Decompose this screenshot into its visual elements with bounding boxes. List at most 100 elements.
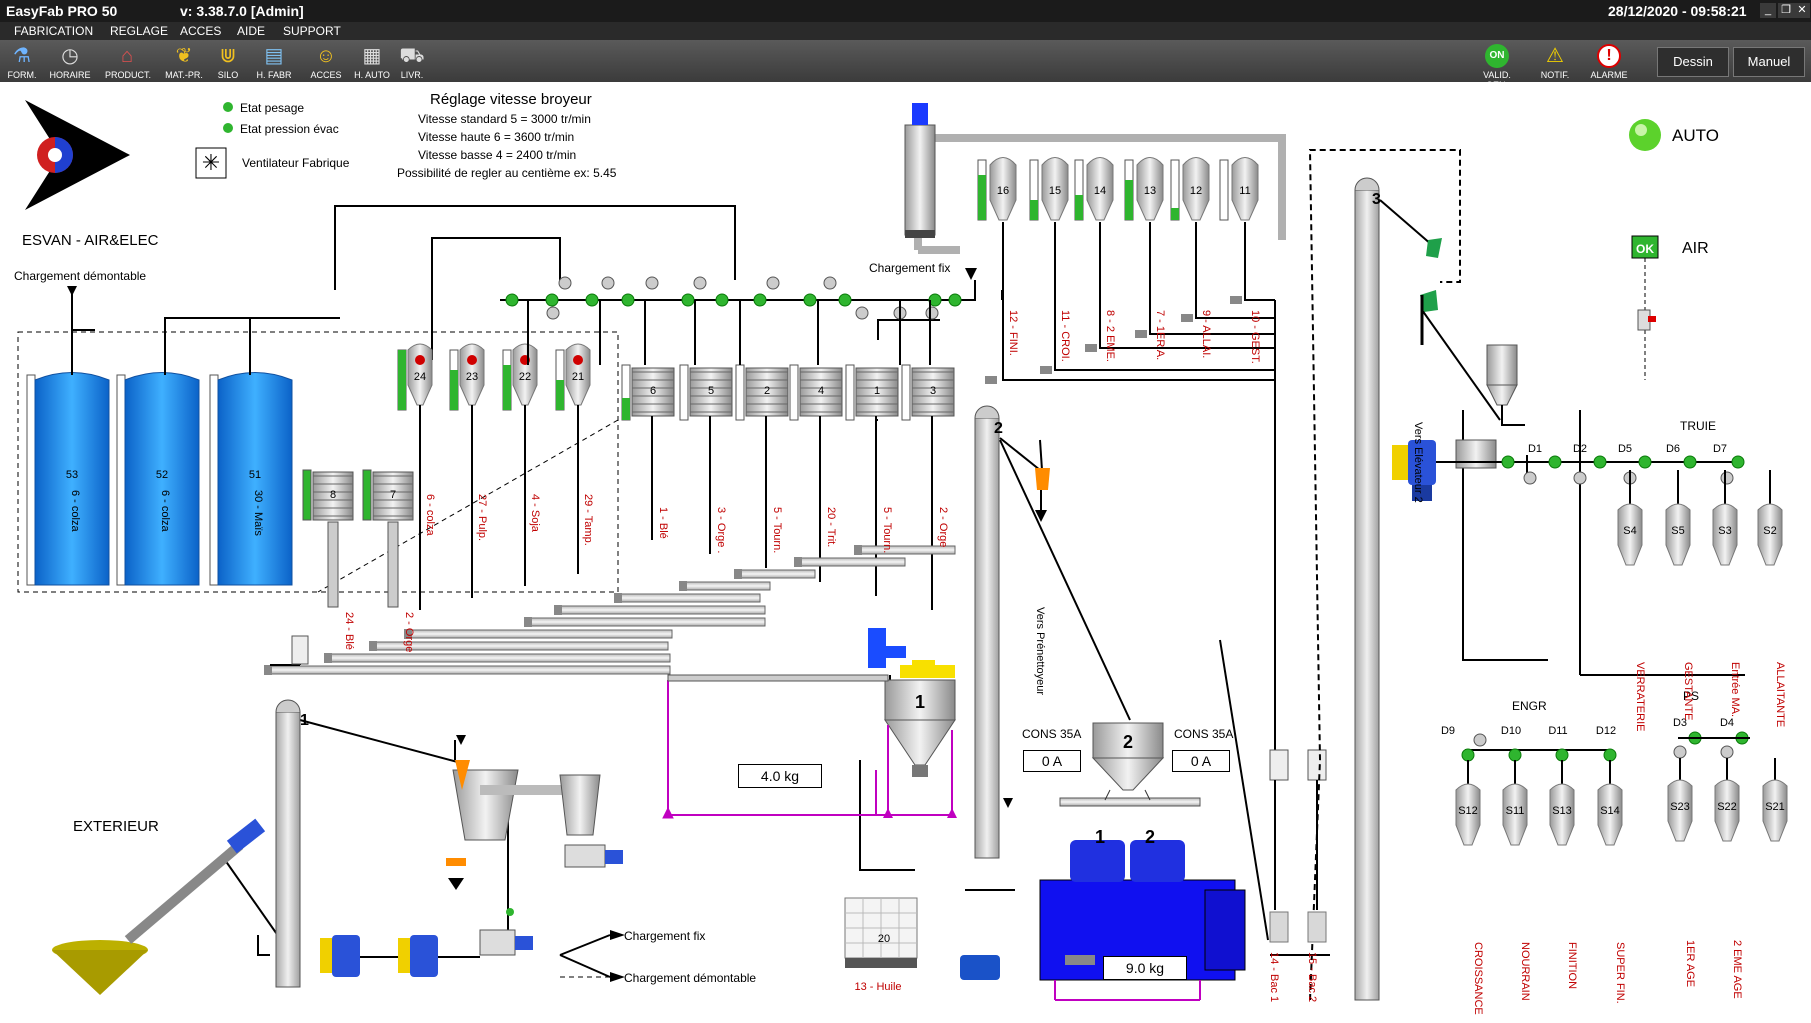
small-silo[interactable]: 21 (555, 343, 591, 574)
storage-drum[interactable]: 4 (789, 364, 843, 582)
valve-open-icon[interactable] (948, 293, 962, 307)
menu-aide[interactable]: AIDE (237, 24, 266, 38)
minimize-icon[interactable]: _ (1760, 3, 1776, 18)
valve-closed-icon[interactable] (855, 306, 869, 320)
alarme-button[interactable]: !ALARME (1587, 42, 1631, 82)
elevator-2[interactable]: 2 (974, 405, 1003, 859)
menu-support[interactable]: SUPPORT (283, 24, 341, 38)
destination-silo[interactable] (1712, 503, 1738, 566)
small-silo[interactable]: 23 (449, 343, 485, 598)
close-icon[interactable]: ✕ (1794, 3, 1810, 18)
screw-conveyor[interactable] (559, 605, 766, 615)
valve-open-icon[interactable] (1731, 455, 1745, 469)
valve-open-icon[interactable] (838, 293, 852, 307)
valve-open-icon[interactable] (585, 293, 599, 307)
valve-closed-icon[interactable] (546, 306, 560, 320)
bac-2[interactable] (1307, 911, 1327, 943)
elevator-1[interactable]: 1 (275, 699, 309, 988)
storage-drum[interactable]: 1 (845, 364, 899, 596)
exterior-intake[interactable] (52, 818, 266, 995)
valve-closed-icon[interactable] (1720, 471, 1734, 485)
destination-silo[interactable] (1502, 783, 1528, 846)
valve-open-icon[interactable] (753, 293, 767, 307)
destination-silo[interactable] (1617, 503, 1643, 566)
storage-drum[interactable]: 8 (302, 469, 354, 608)
storage-drum[interactable]: 7 (362, 469, 414, 608)
valve-open-icon[interactable] (1501, 455, 1515, 469)
fan-icon[interactable] (195, 147, 227, 179)
auto-indicator[interactable] (1629, 119, 1661, 151)
weighing-hopper-1[interactable]: 1 (868, 628, 956, 777)
valve-open-icon[interactable] (1683, 455, 1697, 469)
toolbar-hfabr-button[interactable]: ▤H. FABR (252, 42, 296, 82)
pre-cleaner[interactable] (446, 760, 623, 956)
destination-silo[interactable] (1714, 779, 1740, 842)
small-silo[interactable]: 24 (397, 343, 433, 610)
toolbar-silo-button[interactable]: ⋓SILO (206, 42, 250, 82)
weighing-hopper-2[interactable]: 2 (1059, 722, 1201, 807)
valve-closed-icon[interactable] (1720, 745, 1734, 759)
screw-conveyor[interactable] (329, 653, 671, 663)
restore-icon[interactable]: ❐ (1778, 3, 1794, 18)
menu-reglage[interactable]: REGLAGE (110, 24, 169, 38)
upper-silo[interactable]: 11 (1219, 157, 1259, 221)
blower-2[interactable] (398, 935, 438, 977)
toolbar-acces-button[interactable]: ☺ACCES (304, 42, 348, 82)
manuel-button[interactable]: Manuel (1733, 47, 1805, 77)
valve-open-icon[interactable] (681, 293, 695, 307)
storage-drum[interactable]: 6 (621, 364, 675, 540)
screw-conveyor[interactable] (619, 593, 761, 603)
screw-conveyor[interactable] (799, 557, 906, 567)
oil-tank[interactable] (844, 897, 1000, 980)
valve-open-icon[interactable] (715, 293, 729, 307)
big-tank[interactable]: 536 - colza (26, 372, 110, 586)
valve-closed-icon[interactable] (766, 276, 780, 290)
storage-drum[interactable]: 5 (679, 364, 733, 554)
toolbar-product-button[interactable]: ⌂PRODUCT. (105, 42, 151, 82)
valve-closed-icon[interactable] (823, 276, 837, 290)
notif-button[interactable]: ⚠NOTIF. (1533, 42, 1577, 82)
valve-icon[interactable] (1269, 749, 1289, 781)
toolbar-matpr-button[interactable]: ❦MAT.-PR. (162, 42, 206, 82)
upper-silo[interactable]: 12 (1170, 157, 1210, 221)
valve-icon[interactable] (1307, 749, 1327, 781)
screw-conveyor[interactable] (409, 629, 673, 639)
valve-closed-icon[interactable] (1573, 471, 1587, 485)
valve-closed-icon[interactable] (1473, 733, 1487, 747)
toolbar-horaire-button[interactable]: ◷HORAIRE (48, 42, 92, 82)
valve-open-icon[interactable] (621, 293, 635, 307)
valve-closed-icon[interactable] (1523, 471, 1537, 485)
menu-acces[interactable]: ACCES (180, 24, 222, 38)
storage-drum[interactable]: 3 (901, 364, 955, 610)
destination-silo[interactable] (1597, 783, 1623, 846)
valve-open-icon[interactable] (1548, 455, 1562, 469)
destination-silo[interactable] (1665, 503, 1691, 566)
destination-silo[interactable] (1762, 779, 1788, 842)
valve-open-icon[interactable] (1461, 748, 1475, 762)
toolbar-hauto-button[interactable]: ▦H. AUTO (350, 42, 394, 82)
destination-silo[interactable] (1455, 783, 1481, 846)
screw-conveyor[interactable] (684, 581, 771, 591)
dessin-button[interactable]: Dessin (1657, 47, 1729, 77)
blower-1[interactable] (320, 935, 360, 977)
valve-closed-icon[interactable] (1673, 745, 1687, 759)
small-silo[interactable]: 22 (502, 343, 538, 586)
truie-blower[interactable] (1392, 439, 1497, 501)
elevator-3[interactable]: 3 (1354, 177, 1381, 1001)
screw-conveyor[interactable] (739, 569, 816, 579)
valve-closed-icon[interactable] (558, 276, 572, 290)
valve-open-icon[interactable] (1508, 748, 1522, 762)
valve-open-icon[interactable] (545, 293, 559, 307)
upper-silo[interactable]: 16 (977, 157, 1017, 221)
destination-silo[interactable] (1549, 783, 1575, 846)
valve-open-icon[interactable] (505, 293, 519, 307)
valve-closed-icon[interactable] (601, 276, 615, 290)
valve-open-icon[interactable] (1638, 455, 1652, 469)
upper-silo[interactable]: 15 (1029, 157, 1069, 221)
valve-closed-icon[interactable] (645, 276, 659, 290)
upper-silo[interactable]: 14 (1074, 157, 1114, 221)
bac-1[interactable] (1269, 911, 1289, 943)
valve-open-icon[interactable] (1603, 748, 1617, 762)
